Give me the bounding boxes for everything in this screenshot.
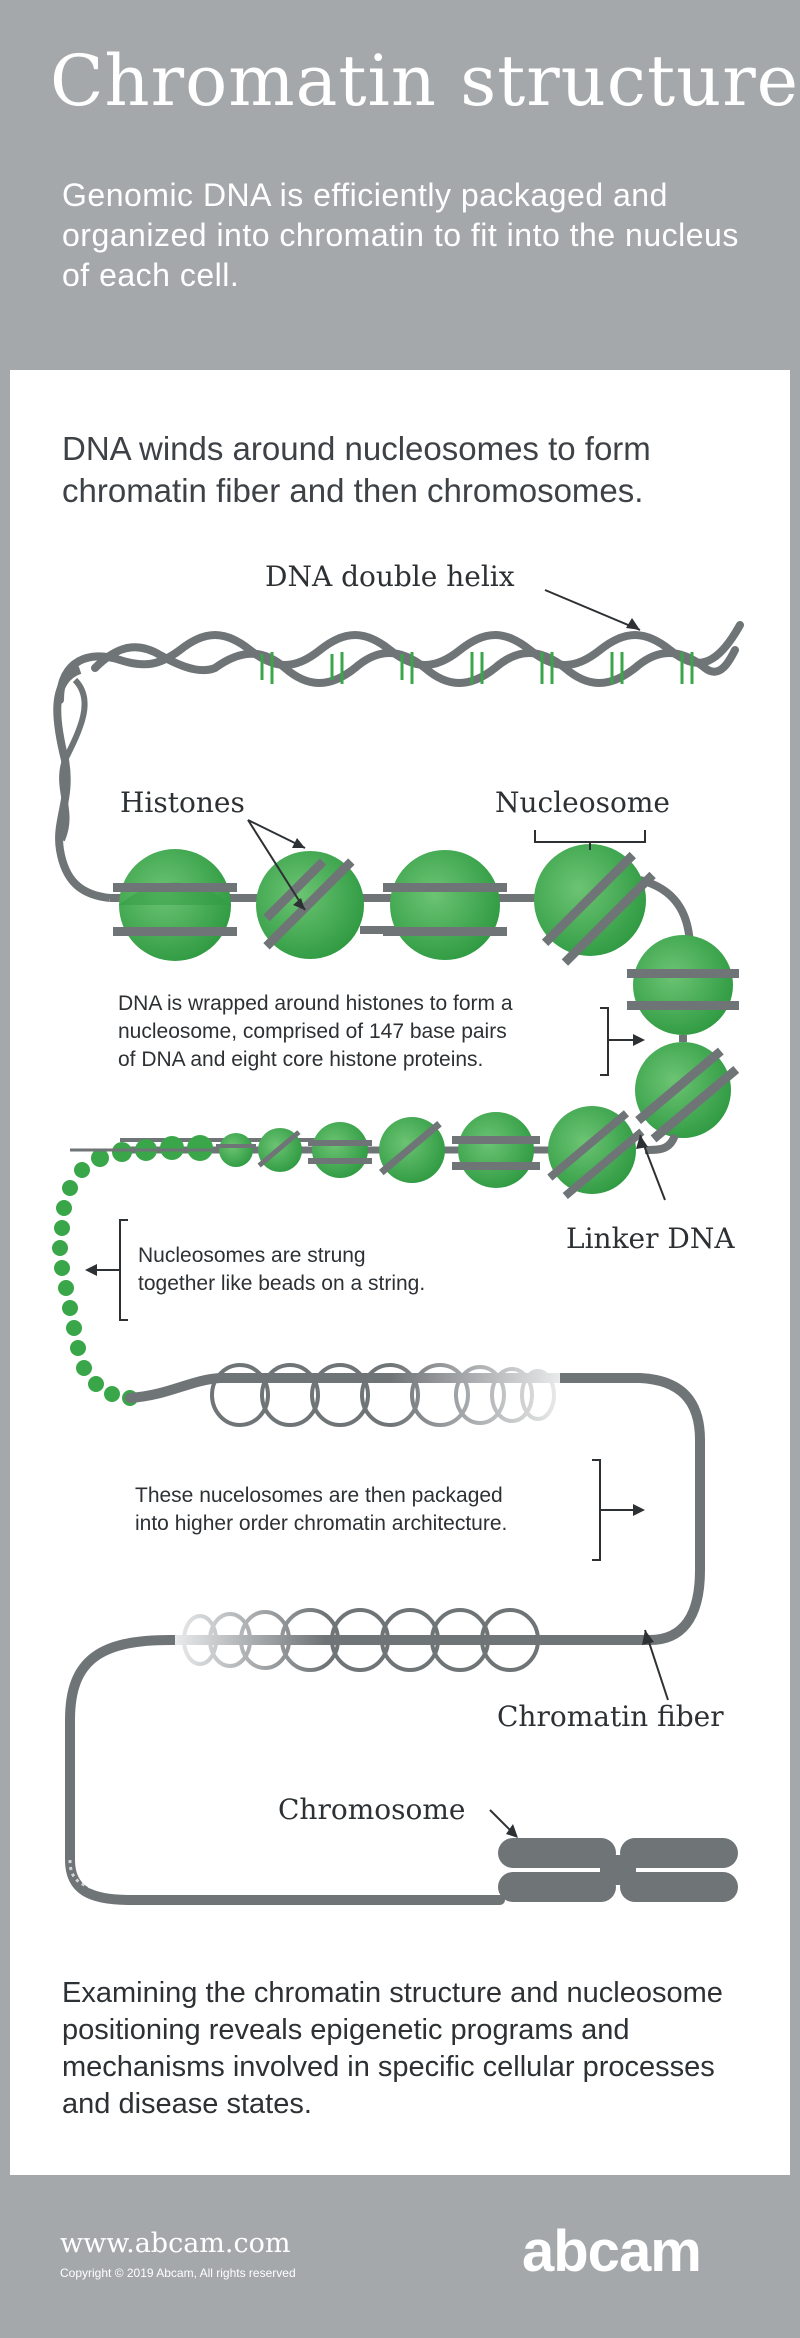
- label-linker-dna: Linker DNA: [566, 1222, 735, 1255]
- note-packaged-line-1: These nucelosomes are then packaged: [135, 1484, 503, 1507]
- bead-string: [52, 1135, 213, 1406]
- nucleosome: [379, 1117, 445, 1183]
- page-subtitle: Genomic DNA is efficiently packaged and …: [62, 177, 739, 293]
- nucleosome: [383, 850, 507, 960]
- nucleosome: [534, 844, 656, 966]
- note-beads-line-2: together like beads on a string.: [138, 1272, 426, 1295]
- nucleosome: [627, 935, 739, 1035]
- chromosome-shape: [498, 1838, 738, 1902]
- label-histones: Histones: [120, 786, 245, 819]
- note-beads: Nucleosomes are strung together like bea…: [138, 1242, 425, 1298]
- nucleosome: [113, 849, 237, 961]
- abcam-logo: abcam: [522, 2219, 702, 2284]
- arrowheads: [85, 618, 654, 1838]
- nucleosome: [256, 851, 364, 959]
- footer-url-link[interactable]: www.abcam.com: [60, 2228, 291, 2259]
- label-chromosome: Chromosome: [278, 1793, 466, 1826]
- nucleosome: [635, 1042, 740, 1143]
- nucleosome: [452, 1112, 540, 1188]
- note-beads-line-1: Nucleosomes are strung: [138, 1244, 366, 1267]
- label-chromatin-fiber: Chromatin fiber: [497, 1700, 724, 1733]
- nucleosome: [257, 1128, 302, 1172]
- helix-base-pairs: [260, 652, 694, 684]
- nucleosome: [216, 1133, 256, 1167]
- note-wrapped-line-1: DNA is wrapped around histones to form a: [118, 992, 513, 1015]
- note-packaged: These nucelosomes are then packaged into…: [135, 1482, 507, 1538]
- note-packaged-line-2: into higher order chromatin architecture…: [135, 1512, 508, 1535]
- note-wrapped: DNA is wrapped around histones to form a…: [118, 990, 513, 1074]
- dna-double-helix: [56, 621, 744, 704]
- page-title: Chromatin structure: [50, 40, 800, 122]
- footer-copyright: Copyright © 2019 Abcam, All rights reser…: [60, 2266, 296, 2280]
- nucleosome: [308, 1122, 372, 1178]
- label-nucleosome: Nucleosome: [495, 786, 670, 819]
- label-dna-double-helix: DNA double helix: [265, 560, 515, 593]
- note-wrapped-line-3: of DNA and eight core histone proteins.: [118, 1048, 484, 1071]
- note-wrapped-line-2: nucleosome, comprised of 147 base pairs: [118, 1020, 507, 1043]
- header: Chromatin structure Genomic DNA is effic…: [0, 0, 800, 370]
- nucleosome: [547, 1106, 645, 1199]
- outro-text: Examining the chromatin structure and nu…: [62, 1977, 723, 2120]
- intro-text: DNA winds around nucleosomes to form chr…: [62, 430, 651, 509]
